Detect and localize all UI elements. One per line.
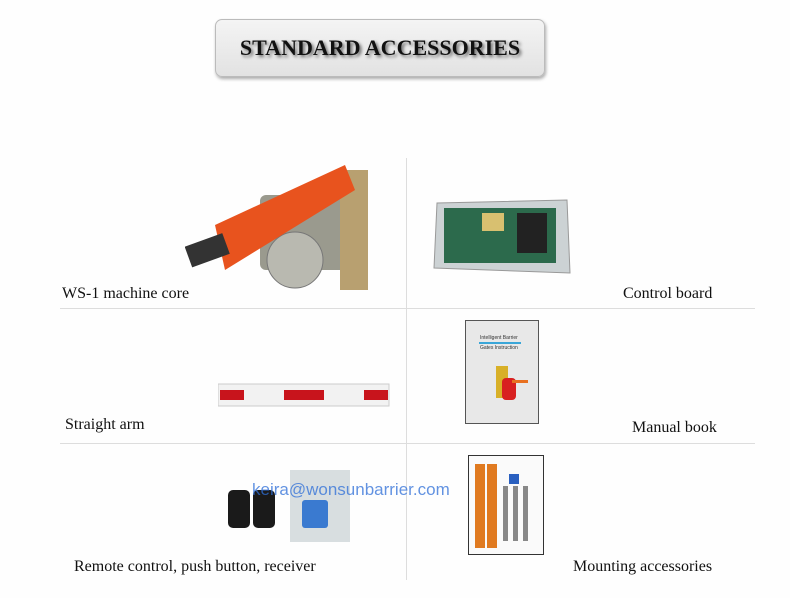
label-machine-core: WS-1 machine core: [62, 285, 190, 302]
divider-horizontal: [60, 308, 755, 309]
manual-book-image: Intelligent Barrier Gates Instruction: [465, 320, 539, 424]
divider-horizontal: [60, 443, 755, 444]
remote-control-image: [228, 490, 250, 528]
title-banner: STANDARD ACCESSORIES: [215, 19, 545, 77]
control-board-image: [433, 199, 571, 274]
manual-cover-line1: Intelligent Barrier: [480, 335, 518, 341]
label-control-board: Control board: [623, 285, 713, 302]
label-manual-book: Manual book: [632, 419, 717, 436]
divider-vertical: [406, 158, 407, 580]
label-straight-arm: Straight arm: [65, 416, 145, 433]
remote-control-image: [253, 490, 275, 528]
manual-cover-line2: Gates Instruction: [480, 345, 518, 351]
mounting-accessories-image: [468, 455, 544, 555]
watermark: keira@wonsunbarrier.com: [252, 480, 450, 499]
label-remote-control: Remote control, push button, receiver: [74, 558, 316, 575]
label-mounting-accessories: Mounting accessories: [573, 558, 713, 575]
receiver-image: [290, 470, 350, 542]
straight-arm-image: [218, 383, 390, 407]
machine-core-image: [185, 165, 368, 290]
